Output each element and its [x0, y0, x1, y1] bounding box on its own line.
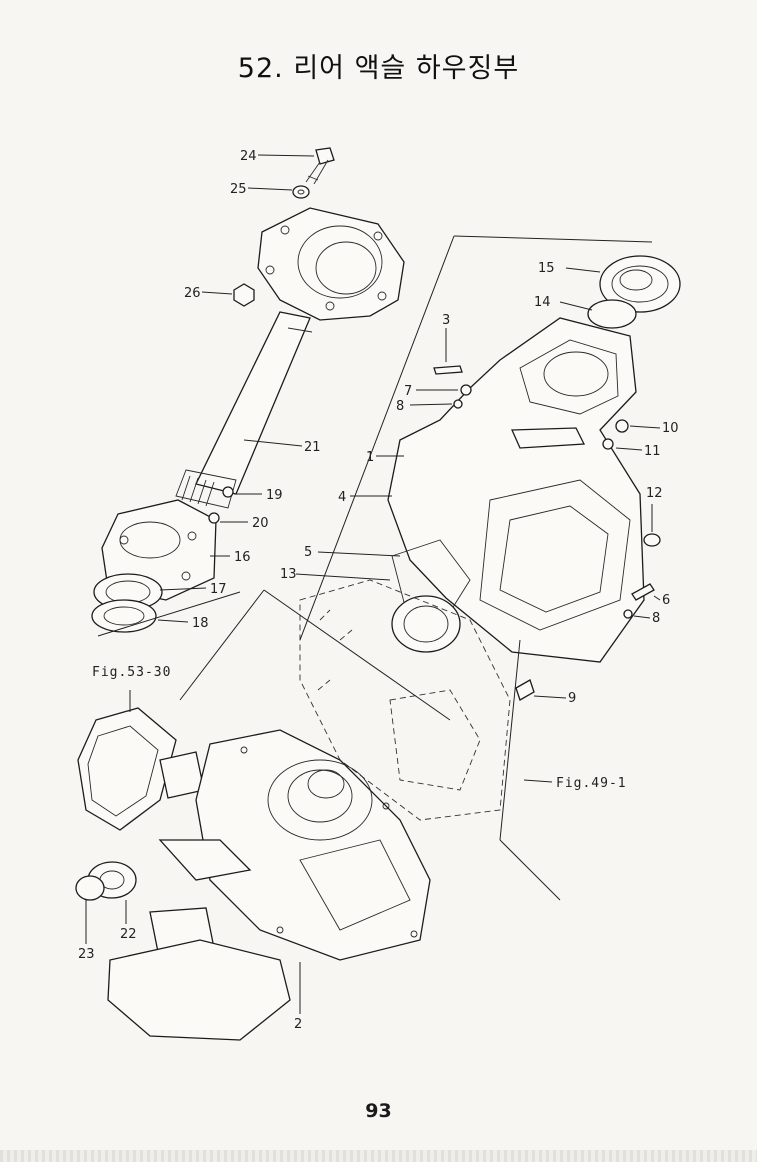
- callout-15: 15: [538, 261, 555, 276]
- axle-tube-part: [175, 311, 313, 509]
- leader-lines: [85, 154, 661, 1014]
- dowel-pin-part: [433, 365, 463, 375]
- nut-part: [233, 283, 255, 307]
- ring-part: [91, 599, 157, 633]
- upper-housing-assembly: [387, 255, 681, 701]
- axle-housing-part: [387, 317, 645, 663]
- callout-7: 7: [404, 384, 412, 399]
- cover-part: [107, 939, 291, 1041]
- callout-11: 11: [644, 444, 661, 459]
- bearing-part: [391, 595, 461, 653]
- phantom-housing-outline: [179, 235, 653, 901]
- drain-plug-part: [515, 679, 535, 701]
- callout-9: 9: [568, 691, 576, 706]
- washer-part: [453, 399, 463, 409]
- final-drive-case-part: [195, 729, 431, 961]
- callout-12: 12: [646, 486, 663, 501]
- callout-1: 1: [366, 450, 374, 465]
- callout-21: 21: [304, 440, 321, 455]
- reference-fig-49-1: Fig.49-1: [556, 776, 627, 791]
- callout-3: 3: [442, 313, 450, 328]
- callout-5: 5: [304, 545, 312, 560]
- callout-20: 20: [252, 516, 269, 531]
- washer-part: [623, 609, 633, 619]
- callout-2: 2: [294, 1017, 302, 1032]
- axle-flange-part: [257, 207, 405, 321]
- gasket-part: [391, 539, 471, 613]
- callout-labels: 24 25 26 21 19 20 16 17 18 3 7 8 1 4 5 1…: [78, 149, 679, 1032]
- pin-part: [208, 512, 220, 524]
- callout-26: 26: [184, 286, 201, 301]
- callout-18: 18: [192, 616, 209, 631]
- callout-22: 22: [120, 927, 137, 942]
- callout-6: 6: [662, 593, 670, 608]
- final-drive-assembly: [75, 707, 431, 1041]
- callout-16: 16: [234, 550, 251, 565]
- callout-13: 13: [280, 567, 297, 582]
- sleeve-part: [511, 427, 586, 449]
- shim-part: [587, 299, 637, 329]
- callout-8: 8: [396, 399, 404, 414]
- callout-8b: 8: [652, 611, 660, 626]
- callout-24: 24: [240, 149, 257, 164]
- callout-19: 19: [266, 488, 283, 503]
- plug-part: [460, 384, 472, 396]
- bolt-part: [631, 583, 655, 601]
- bracket-part: [158, 839, 252, 881]
- callout-23: 23: [78, 947, 95, 962]
- reference-fig-53-30: Fig.53-30: [92, 665, 171, 680]
- bearing-part: [599, 255, 681, 313]
- callout-14: 14: [534, 295, 551, 310]
- ring-gear-part: [77, 707, 177, 831]
- pinion-gear-part: [159, 751, 205, 799]
- scan-edge-artifact: [0, 1150, 757, 1162]
- lock-nut-part: [75, 875, 105, 901]
- callout-4: 4: [338, 490, 346, 505]
- callout-10: 10: [662, 421, 679, 436]
- callout-17: 17: [210, 582, 227, 597]
- plug-part: [615, 419, 629, 433]
- callout-25: 25: [230, 182, 247, 197]
- cap-part: [643, 533, 661, 547]
- washer-part: [292, 185, 310, 199]
- pin-part: [222, 486, 234, 498]
- page-number: 93: [365, 1100, 392, 1122]
- page-title: 52. 리어 액슬 하우징부: [237, 53, 520, 84]
- washer-part: [602, 438, 614, 450]
- bolt-part: [305, 147, 335, 185]
